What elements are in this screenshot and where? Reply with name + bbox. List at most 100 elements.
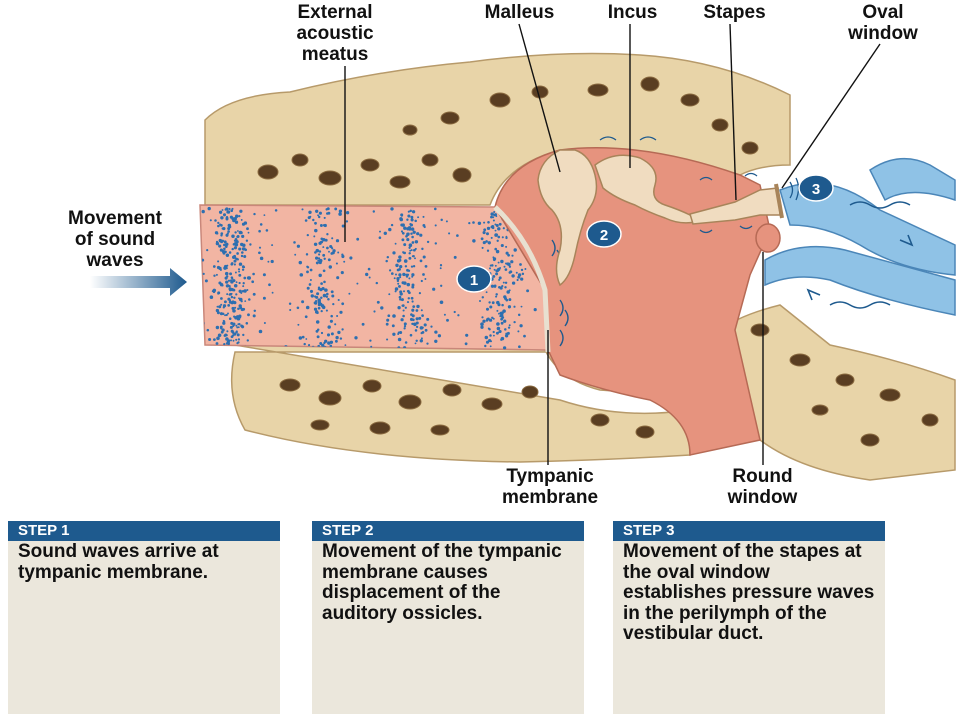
sound-particle	[228, 300, 232, 304]
sound-particle	[319, 240, 322, 243]
sound-particle	[398, 258, 402, 262]
sound-particle	[446, 318, 449, 322]
sound-particle	[375, 281, 379, 285]
sound-particle	[385, 322, 389, 326]
sound-particle	[422, 215, 425, 218]
sound-particle	[404, 265, 408, 268]
round-window	[755, 223, 781, 253]
sound-particle	[406, 301, 410, 304]
sound-particle	[341, 253, 344, 256]
sound-particle	[493, 285, 497, 288]
sound-particle	[411, 210, 416, 214]
sound-particle	[216, 265, 221, 270]
sound-particle	[232, 279, 236, 283]
sound-particle	[419, 259, 423, 263]
sound-particle	[391, 324, 395, 328]
sound-particle	[330, 332, 334, 336]
sound-particle	[230, 335, 234, 339]
sound-particle	[421, 331, 425, 334]
sound-particle	[215, 325, 220, 330]
sound-particle	[481, 316, 484, 319]
sound-particle	[493, 334, 495, 337]
sound-particle	[520, 277, 524, 281]
leader-stapes	[729, 23, 737, 201]
sound-particle	[234, 231, 237, 234]
sound-particle	[420, 337, 423, 340]
sound-particle	[410, 265, 414, 268]
sound-particle	[505, 332, 508, 336]
sound-particle	[225, 267, 228, 270]
sound-particle	[330, 290, 334, 294]
sound-particle	[232, 322, 236, 326]
sound-particle	[234, 257, 237, 259]
sound-particle	[433, 207, 437, 211]
sound-particle	[336, 314, 339, 318]
sound-particle	[315, 261, 319, 265]
sound-particle	[498, 276, 502, 280]
sound-particle	[329, 344, 333, 348]
sound-particle	[401, 281, 405, 285]
sound-particle	[339, 337, 343, 340]
sound-particle	[225, 216, 229, 219]
sound-particle	[183, 300, 186, 303]
sound-particle	[238, 273, 242, 277]
sound-particle	[331, 294, 335, 298]
sound-particle	[439, 267, 442, 270]
sound-particle	[356, 237, 360, 241]
sound-particle	[500, 321, 504, 325]
sound-particle	[317, 214, 320, 217]
sound-particle	[508, 271, 512, 274]
sound-particle	[385, 259, 388, 263]
sound-particle	[457, 314, 460, 317]
sound-particle	[416, 232, 420, 236]
sound-particle	[400, 223, 404, 227]
sound-particle	[233, 284, 238, 288]
sound-particle	[328, 265, 332, 269]
sound-particle	[304, 315, 308, 319]
sound-particle	[507, 305, 512, 309]
sound-particle	[321, 287, 325, 291]
sound-particle	[437, 334, 442, 338]
sound-particle	[410, 249, 413, 252]
step-panel-1: STEP 1 Sound waves arrive at tympanic me…	[8, 521, 280, 714]
sound-particle	[406, 282, 411, 287]
sound-particle	[228, 317, 232, 320]
sound-particle	[221, 209, 224, 211]
sound-particle	[258, 246, 262, 249]
sound-particle	[239, 209, 243, 213]
sound-particle	[423, 323, 427, 327]
sound-particle	[298, 336, 303, 340]
ear-illustration: 1 2 3	[90, 23, 956, 481]
sound-particle	[237, 230, 239, 232]
sound-particle	[195, 259, 197, 261]
sound-particle	[407, 269, 411, 272]
sound-particle	[401, 238, 405, 242]
sound-particle	[215, 241, 220, 246]
sound-particle	[331, 251, 335, 255]
sound-particle	[213, 338, 216, 341]
sound-particle	[517, 313, 521, 317]
sound-particle	[479, 300, 481, 302]
sound-particle	[489, 305, 493, 309]
sound-particle	[293, 241, 296, 244]
sound-particle	[411, 285, 415, 289]
sound-particle	[237, 338, 241, 341]
sound-particle	[268, 283, 271, 287]
sound-particle	[414, 240, 419, 244]
sound-particle	[408, 246, 411, 249]
sound-particle	[498, 312, 500, 315]
sound-particle	[319, 342, 323, 345]
sound-particle	[503, 319, 507, 323]
sound-particle	[236, 243, 239, 246]
sound-particle	[411, 300, 414, 303]
sound-particle	[251, 280, 255, 284]
sound-particle	[407, 297, 411, 300]
sound-particle	[499, 267, 502, 269]
sound-particle	[490, 212, 494, 216]
sound-particle	[396, 276, 400, 281]
sound-particle	[504, 286, 507, 289]
sound-particle	[225, 207, 229, 211]
sound-particle	[206, 328, 210, 332]
sound-particle	[206, 249, 209, 252]
sound-particle	[526, 289, 530, 293]
